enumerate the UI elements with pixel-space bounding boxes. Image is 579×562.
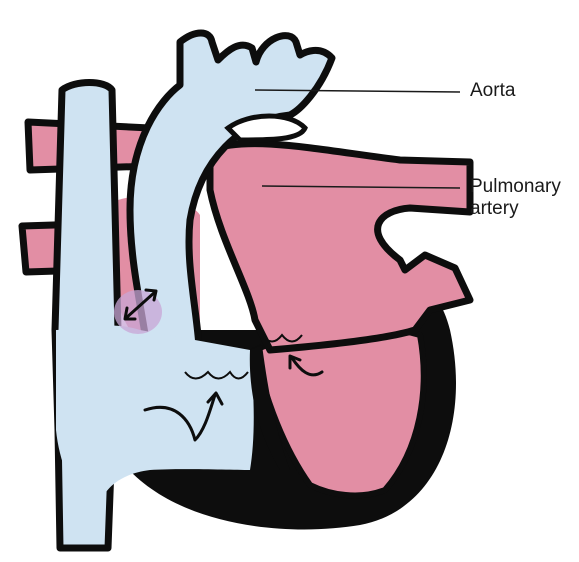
aortic-arch-opening — [228, 116, 305, 140]
pulmonary-artery-label-line2: artery — [470, 198, 519, 219]
pulmonary-artery-label-line1: Pulmonary — [470, 176, 561, 197]
aorta-label: Aorta — [470, 80, 515, 101]
